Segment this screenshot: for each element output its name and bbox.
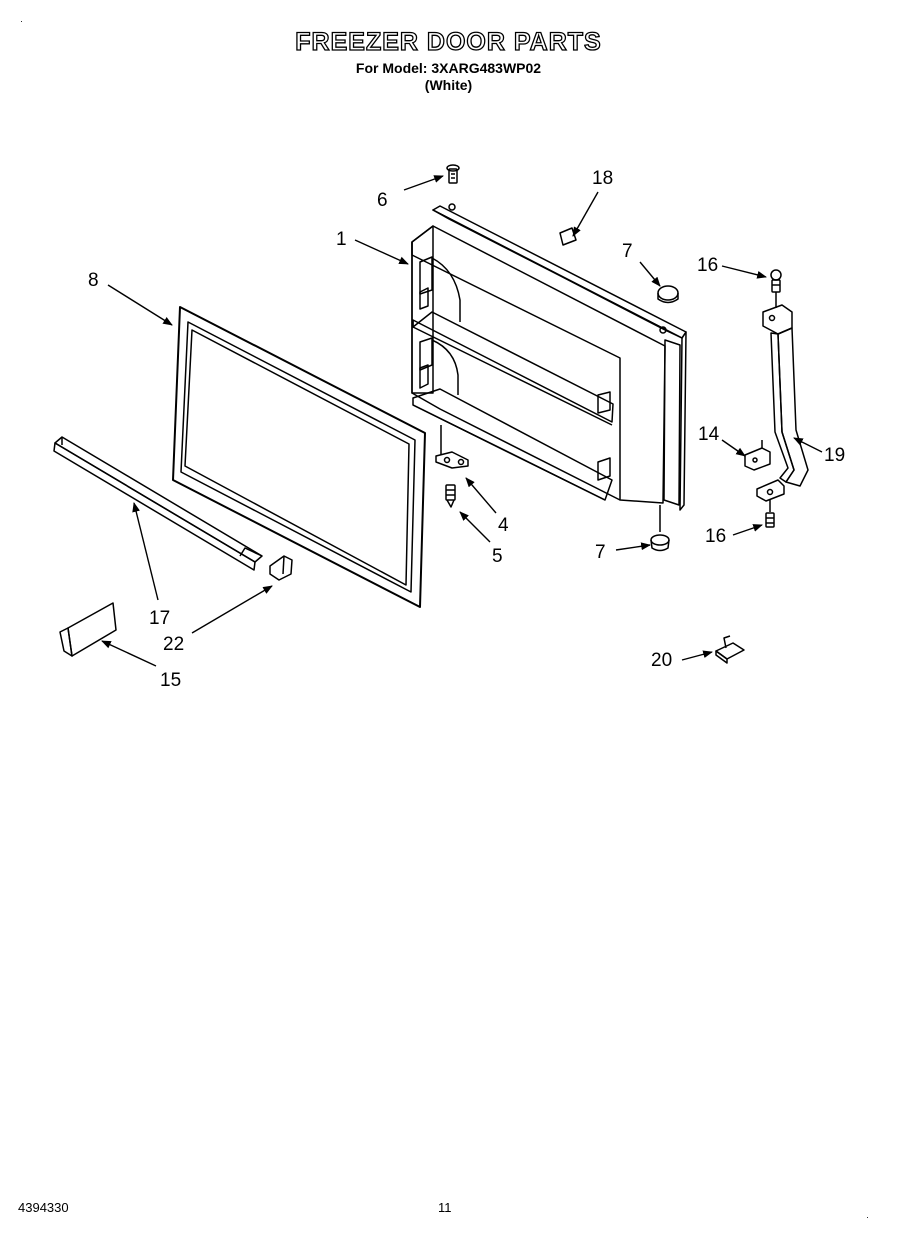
top-hinge-screw <box>446 164 460 211</box>
leader-20 <box>681 650 713 661</box>
color-line: (White) <box>424 77 473 93</box>
leader-5 <box>459 511 491 543</box>
leader-7a <box>639 261 661 287</box>
leader-14 <box>721 439 746 457</box>
callout-14: 14 <box>698 424 720 445</box>
small-clip <box>715 635 745 664</box>
leader-16a <box>721 265 767 279</box>
leader-6 <box>403 175 444 191</box>
bracket-screw <box>445 484 456 508</box>
door-gasket <box>172 306 426 608</box>
callout-5: 5 <box>492 546 503 567</box>
door-handle <box>756 304 809 502</box>
callout-18: 18 <box>592 168 613 189</box>
door-label <box>559 227 577 246</box>
leader-7b <box>615 542 651 551</box>
callout-16-bottom: 16 <box>705 526 726 547</box>
leader-18 <box>572 191 599 237</box>
callout-16-top: 16 <box>697 255 718 276</box>
callout-8: 8 <box>88 270 99 291</box>
callout-15: 15 <box>160 670 181 691</box>
leader-1 <box>354 239 409 265</box>
leader-17 <box>132 502 159 601</box>
filler-panel <box>59 602 117 657</box>
leader-8 <box>107 284 173 326</box>
handle-screw-bottom <box>765 500 775 528</box>
handle-screw-top <box>770 269 782 308</box>
callout-17: 17 <box>149 608 170 629</box>
handle-mount-block <box>744 440 771 471</box>
corner-mark: · <box>866 1212 869 1222</box>
callout-4: 4 <box>498 515 509 536</box>
callout-7-bottom: 7 <box>595 542 606 563</box>
corner-mark: · <box>20 16 23 26</box>
leader-16b <box>732 524 763 536</box>
callout-22: 22 <box>163 634 184 655</box>
hinge-cap-bottom <box>650 505 670 552</box>
model-line: For Model: 3XARG483WP02 <box>355 60 542 76</box>
leader-4 <box>465 477 497 514</box>
page-number: 11 <box>438 1200 452 1215</box>
callout-7-top: 7 <box>622 241 633 262</box>
hinge-cap-top <box>657 285 679 334</box>
leader-19 <box>793 437 823 453</box>
callout-20: 20 <box>651 650 672 671</box>
callout-6: 6 <box>377 190 388 211</box>
door-stop-bracket <box>435 425 469 469</box>
callout-19: 19 <box>824 445 845 466</box>
leader-15 <box>101 640 157 667</box>
callout-1: 1 <box>336 229 347 250</box>
page-title: FREEZER DOOR PARTS <box>295 27 602 56</box>
inner-door-liner <box>411 205 687 511</box>
trim-end-cap <box>269 555 293 581</box>
document-number: 4394330 <box>18 1200 69 1215</box>
leader-22 <box>191 585 273 634</box>
door-trim-strip <box>53 436 263 571</box>
